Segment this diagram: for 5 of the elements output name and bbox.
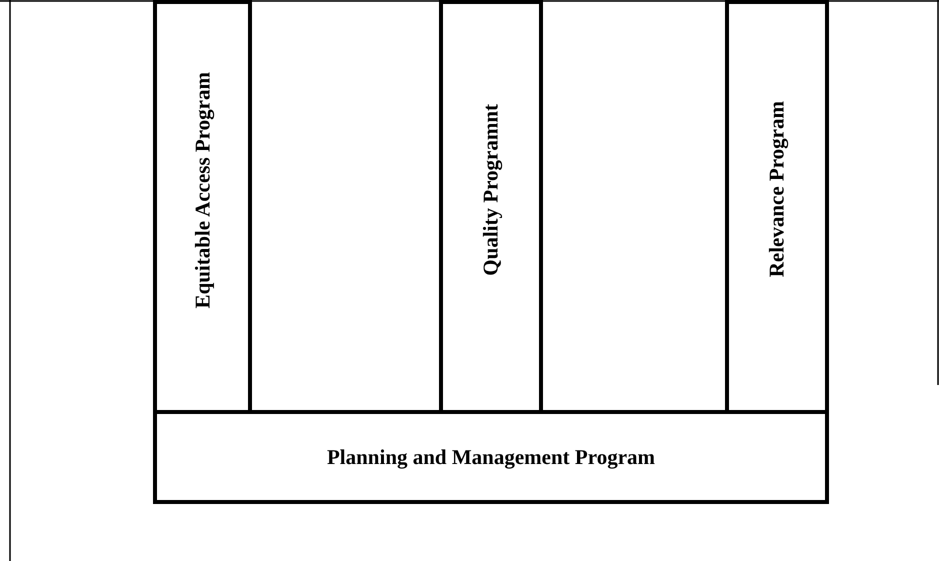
pillar-label: Relevance Program <box>764 101 790 278</box>
pillar-label: Quality Programnt <box>478 104 504 276</box>
base-box <box>153 410 829 504</box>
pillar-label: Equitable Access Program <box>190 72 215 308</box>
base-label: Planning and Management Program <box>326 445 656 470</box>
